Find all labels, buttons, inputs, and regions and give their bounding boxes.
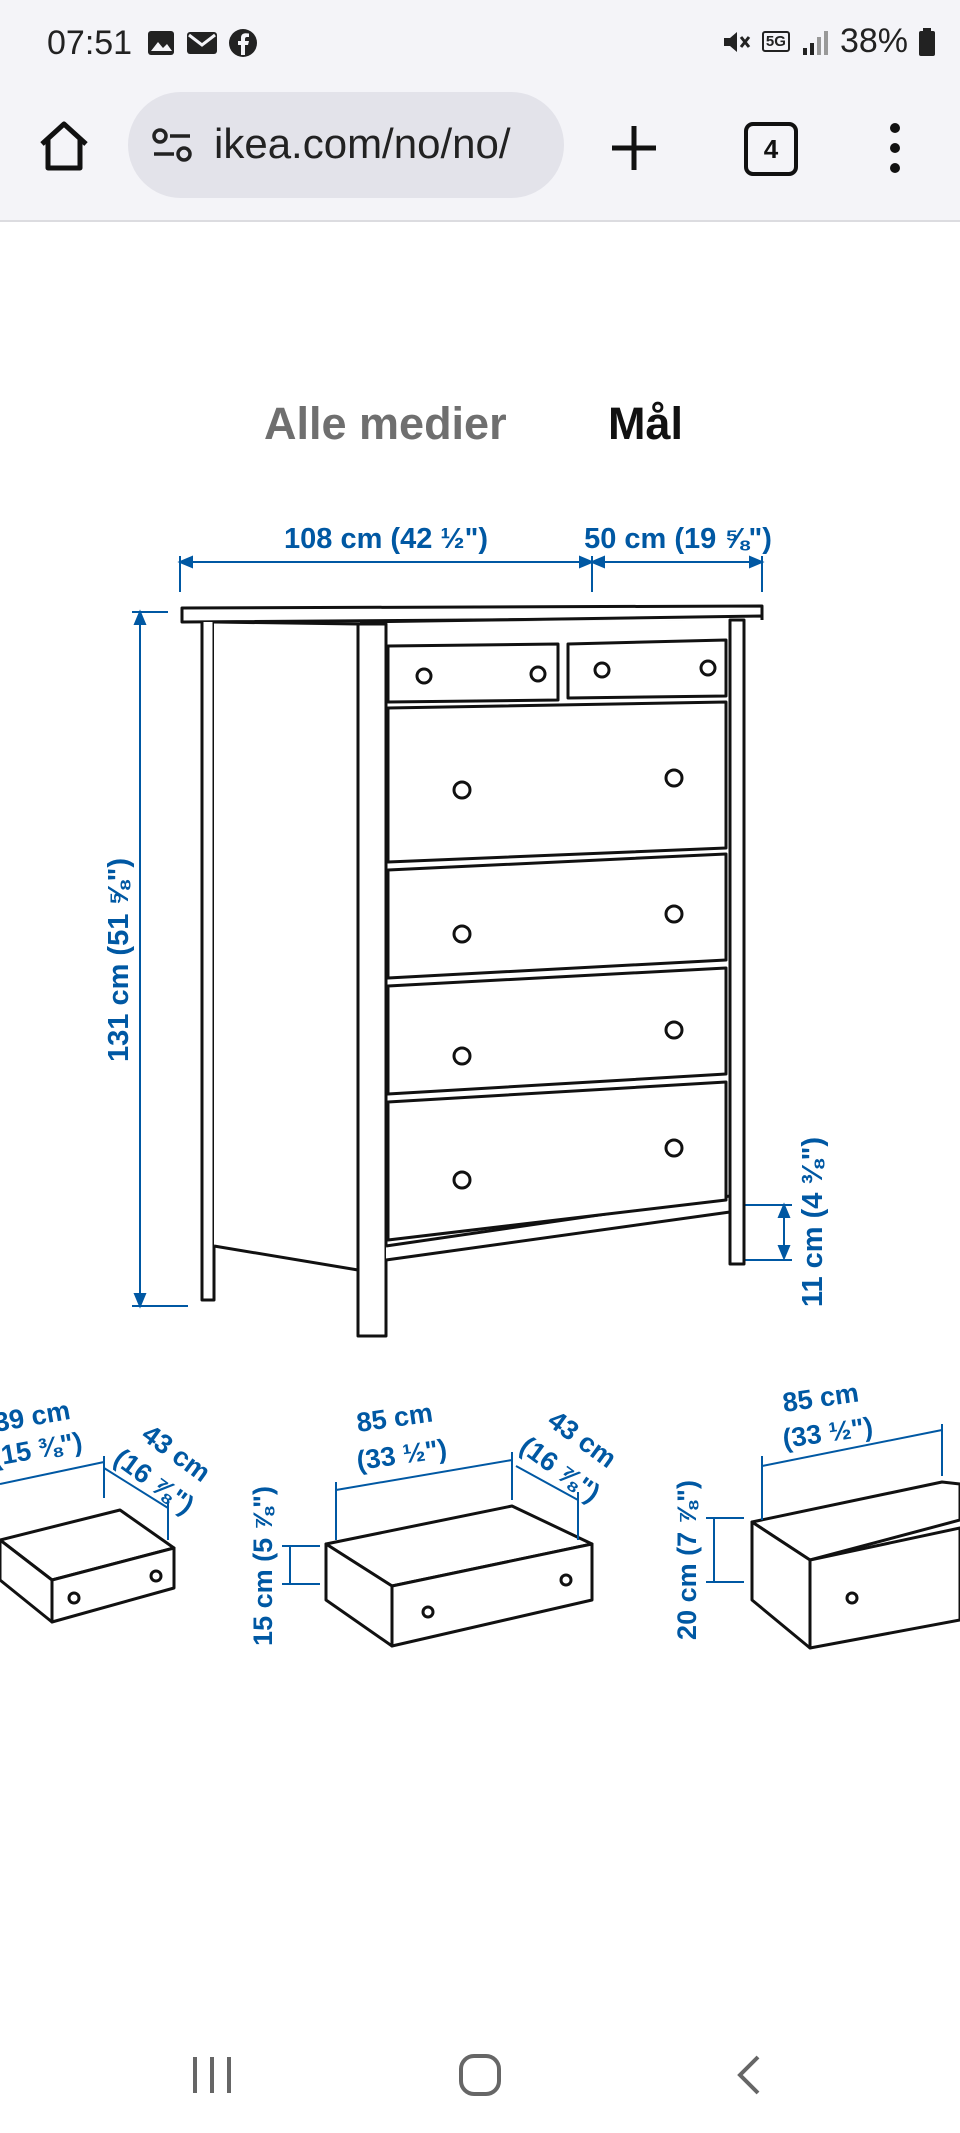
height-dimension-line [132,609,188,1309]
system-icons: 5G 38% [720,22,936,61]
url-text: ikea.com/no/no/ [214,120,511,167]
battery-level: 38% [839,22,908,60]
battery-icon [919,27,935,56]
mute-icon [723,31,751,52]
medium-drawer-drawing [324,1504,594,1648]
width-label: 108 cm (42 ½") [284,523,488,555]
large-drawer-dimension-lines [706,1424,943,1583]
home-nav-icon [459,2054,501,2096]
recent-apps-icon [193,2057,231,2093]
new-tab-icon[interactable] [604,118,664,178]
recent-apps-button[interactable] [172,2040,252,2110]
large-drawer-width: 85 cm [781,1378,861,1418]
small-drawer-drawing [0,1508,176,1624]
dimension-drawing: 108 cm (42 ½") 50 cm (19 ⅝") 131 cm (51 … [0,523,960,1650]
status-time: 07:51 [47,24,133,62]
tab-dimensions[interactable]: Mål [608,398,684,449]
chest-of-drawers [180,604,764,1338]
medium-drawer-width-inch: (33 ½") [355,1434,449,1476]
notification-icons [146,28,258,58]
home-button[interactable] [28,110,100,182]
depth-label: 50 cm (19 ⅝") [584,523,772,555]
top-dimension-lines [177,555,765,592]
medium-drawer-height: 15 cm (5 ⅞") [248,1486,278,1646]
signal-icon [802,30,828,55]
large-drawer-width-inch: (33 ½") [781,1412,875,1454]
large-drawer-height: 20 cm (7 ⅞") [672,1480,702,1640]
large-drawer-drawing [750,1480,960,1650]
back-icon [737,2055,760,2095]
leg-dimension-line [740,1202,792,1261]
status-bar: 07:51 5G 38% [0,0,960,88]
site-settings-icon[interactable] [150,124,194,168]
medium-drawer-width: 85 cm [355,1398,435,1438]
facebook-notification-icon [229,29,257,57]
mail-notification-icon [187,32,217,54]
small-drawer-dimension-lines [0,1456,169,1540]
home-nav-button[interactable] [440,2040,520,2110]
network-type: 5G [761,31,790,52]
leg-height-label: 11 cm (4 ⅜") [797,1137,829,1307]
gallery-notification-icon [148,31,174,55]
drawer-knobs [415,659,717,1190]
height-label: 131 cm (51 ⅝") [103,858,135,1062]
tab-all-media[interactable]: Alle medier [264,398,507,449]
tab-switcher-button[interactable]: 4 [744,122,798,176]
more-menu-icon[interactable] [880,118,910,178]
address-bar[interactable]: ikea.com/no/no/ [128,92,564,198]
system-nav-bar [0,2010,960,2133]
home-icon [40,121,88,171]
medium-drawer-dimension-lines [282,1452,579,1585]
back-button[interactable] [710,2040,790,2110]
